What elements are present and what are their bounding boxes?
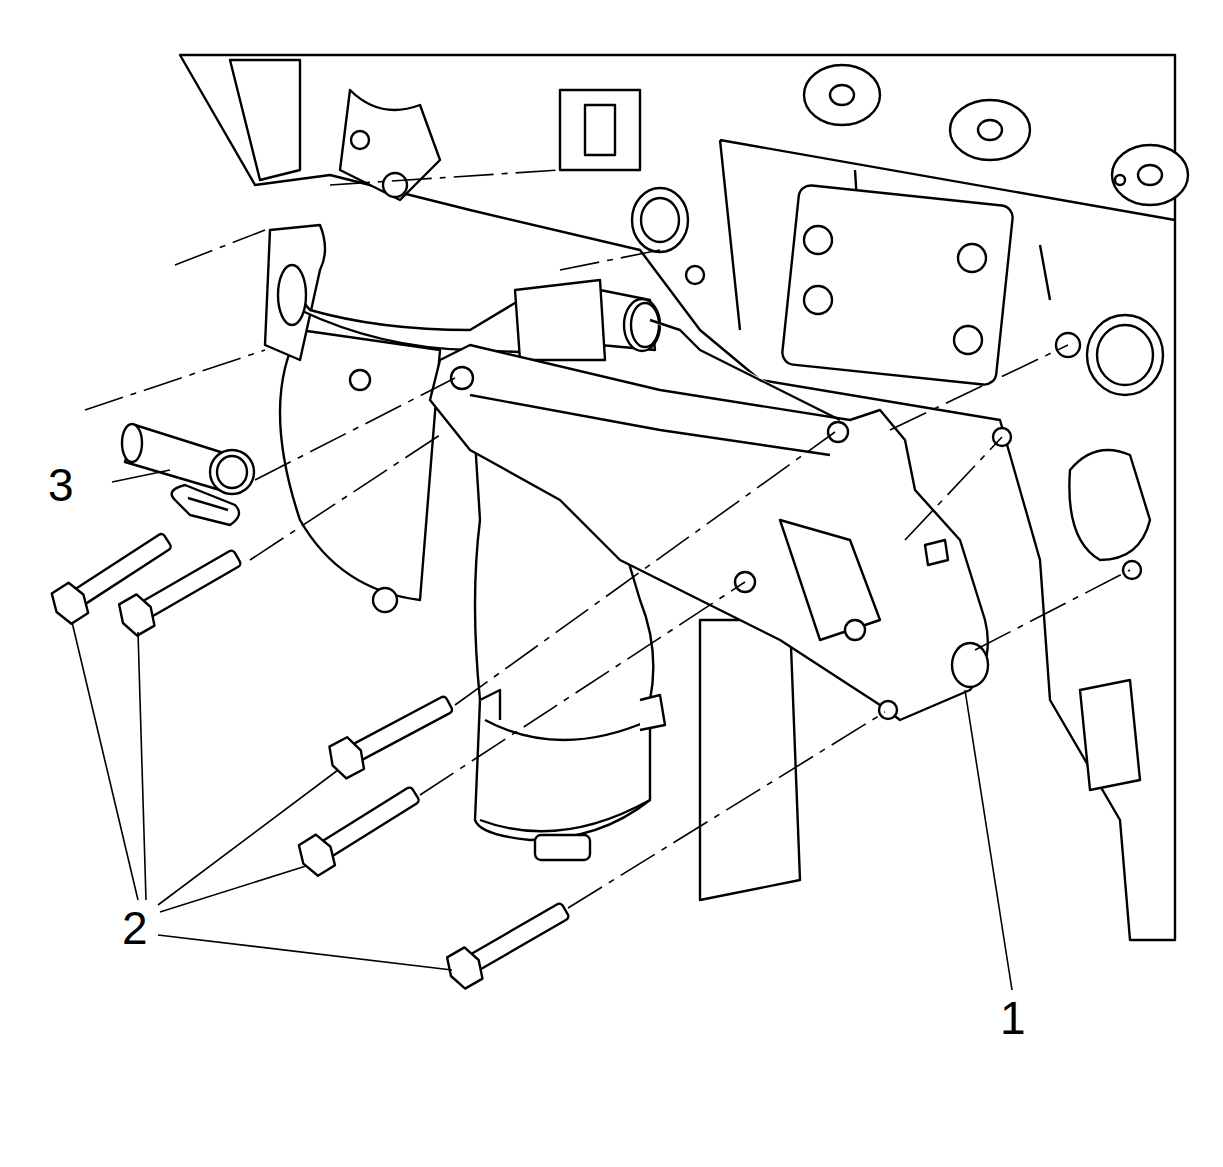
engine-block bbox=[180, 55, 1188, 940]
coolant-pipe bbox=[265, 225, 660, 360]
housing-body bbox=[430, 320, 988, 720]
bolts bbox=[47, 525, 575, 992]
leader-lines bbox=[72, 470, 1012, 990]
tube-fitting bbox=[122, 424, 254, 525]
alignment-lines bbox=[85, 170, 1130, 908]
callout-number: 2 bbox=[122, 905, 148, 951]
callout-number: 3 bbox=[48, 462, 74, 508]
callout-number: 1 bbox=[1000, 995, 1026, 1041]
